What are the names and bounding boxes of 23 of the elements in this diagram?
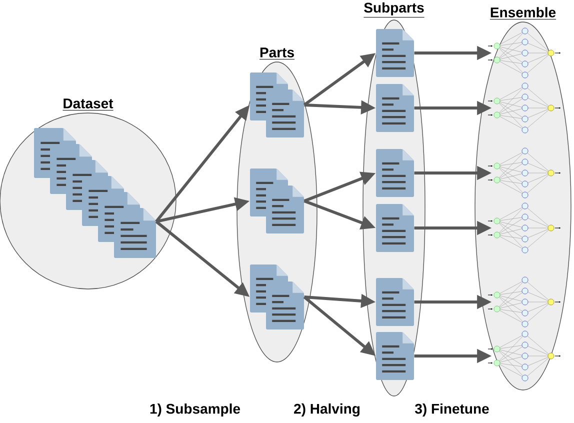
document-icon (376, 278, 414, 326)
document-icon (376, 204, 414, 252)
step-label: 3) Finetune (414, 403, 489, 417)
neural-network-icon (488, 202, 561, 254)
node-label: Ensemble (490, 7, 556, 18)
step-label: 1) Subsample (150, 403, 240, 417)
node-label: Subparts (364, 2, 424, 16)
document-stack-icon (250, 264, 304, 330)
node-label: Dataset (64, 98, 114, 108)
neural-network-icon (488, 276, 561, 328)
document-icon (376, 29, 414, 77)
document-stack-icon (250, 72, 304, 138)
step-label: 2) Halving (294, 403, 360, 417)
neural-network-icon (488, 330, 561, 382)
neural-network-icon (488, 148, 561, 198)
neural-network-icon (488, 28, 561, 78)
document-icon (376, 332, 414, 380)
document-stack-icon (250, 168, 304, 234)
document-icon (376, 149, 414, 197)
neural-network-icon (488, 82, 561, 134)
document-stack-icon (34, 128, 156, 258)
document-icon (376, 84, 414, 132)
node-label: Parts (260, 48, 294, 58)
